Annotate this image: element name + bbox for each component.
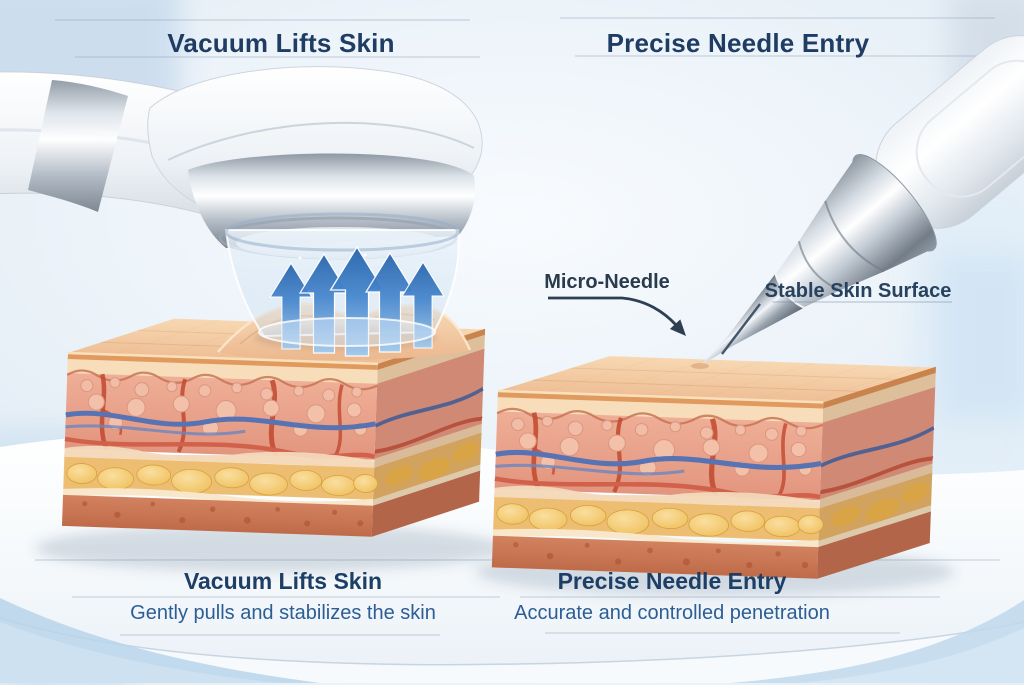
needle-cone: [825, 156, 934, 272]
needle-handpiece: [700, 35, 1024, 366]
ambient-blur-right-inner: [938, 255, 1024, 420]
suction-cup: [224, 212, 460, 357]
handle-metal-band: [28, 80, 128, 212]
vacuum-handpiece: [0, 66, 483, 260]
needle-entry-point: [691, 363, 709, 369]
stable-skin-leader: [721, 301, 952, 355]
arrow-down-right-icon: [669, 319, 686, 336]
micro-needle-arrow: [548, 296, 686, 336]
shadow-left-block: [35, 524, 505, 572]
skin-block-right: [492, 351, 936, 582]
